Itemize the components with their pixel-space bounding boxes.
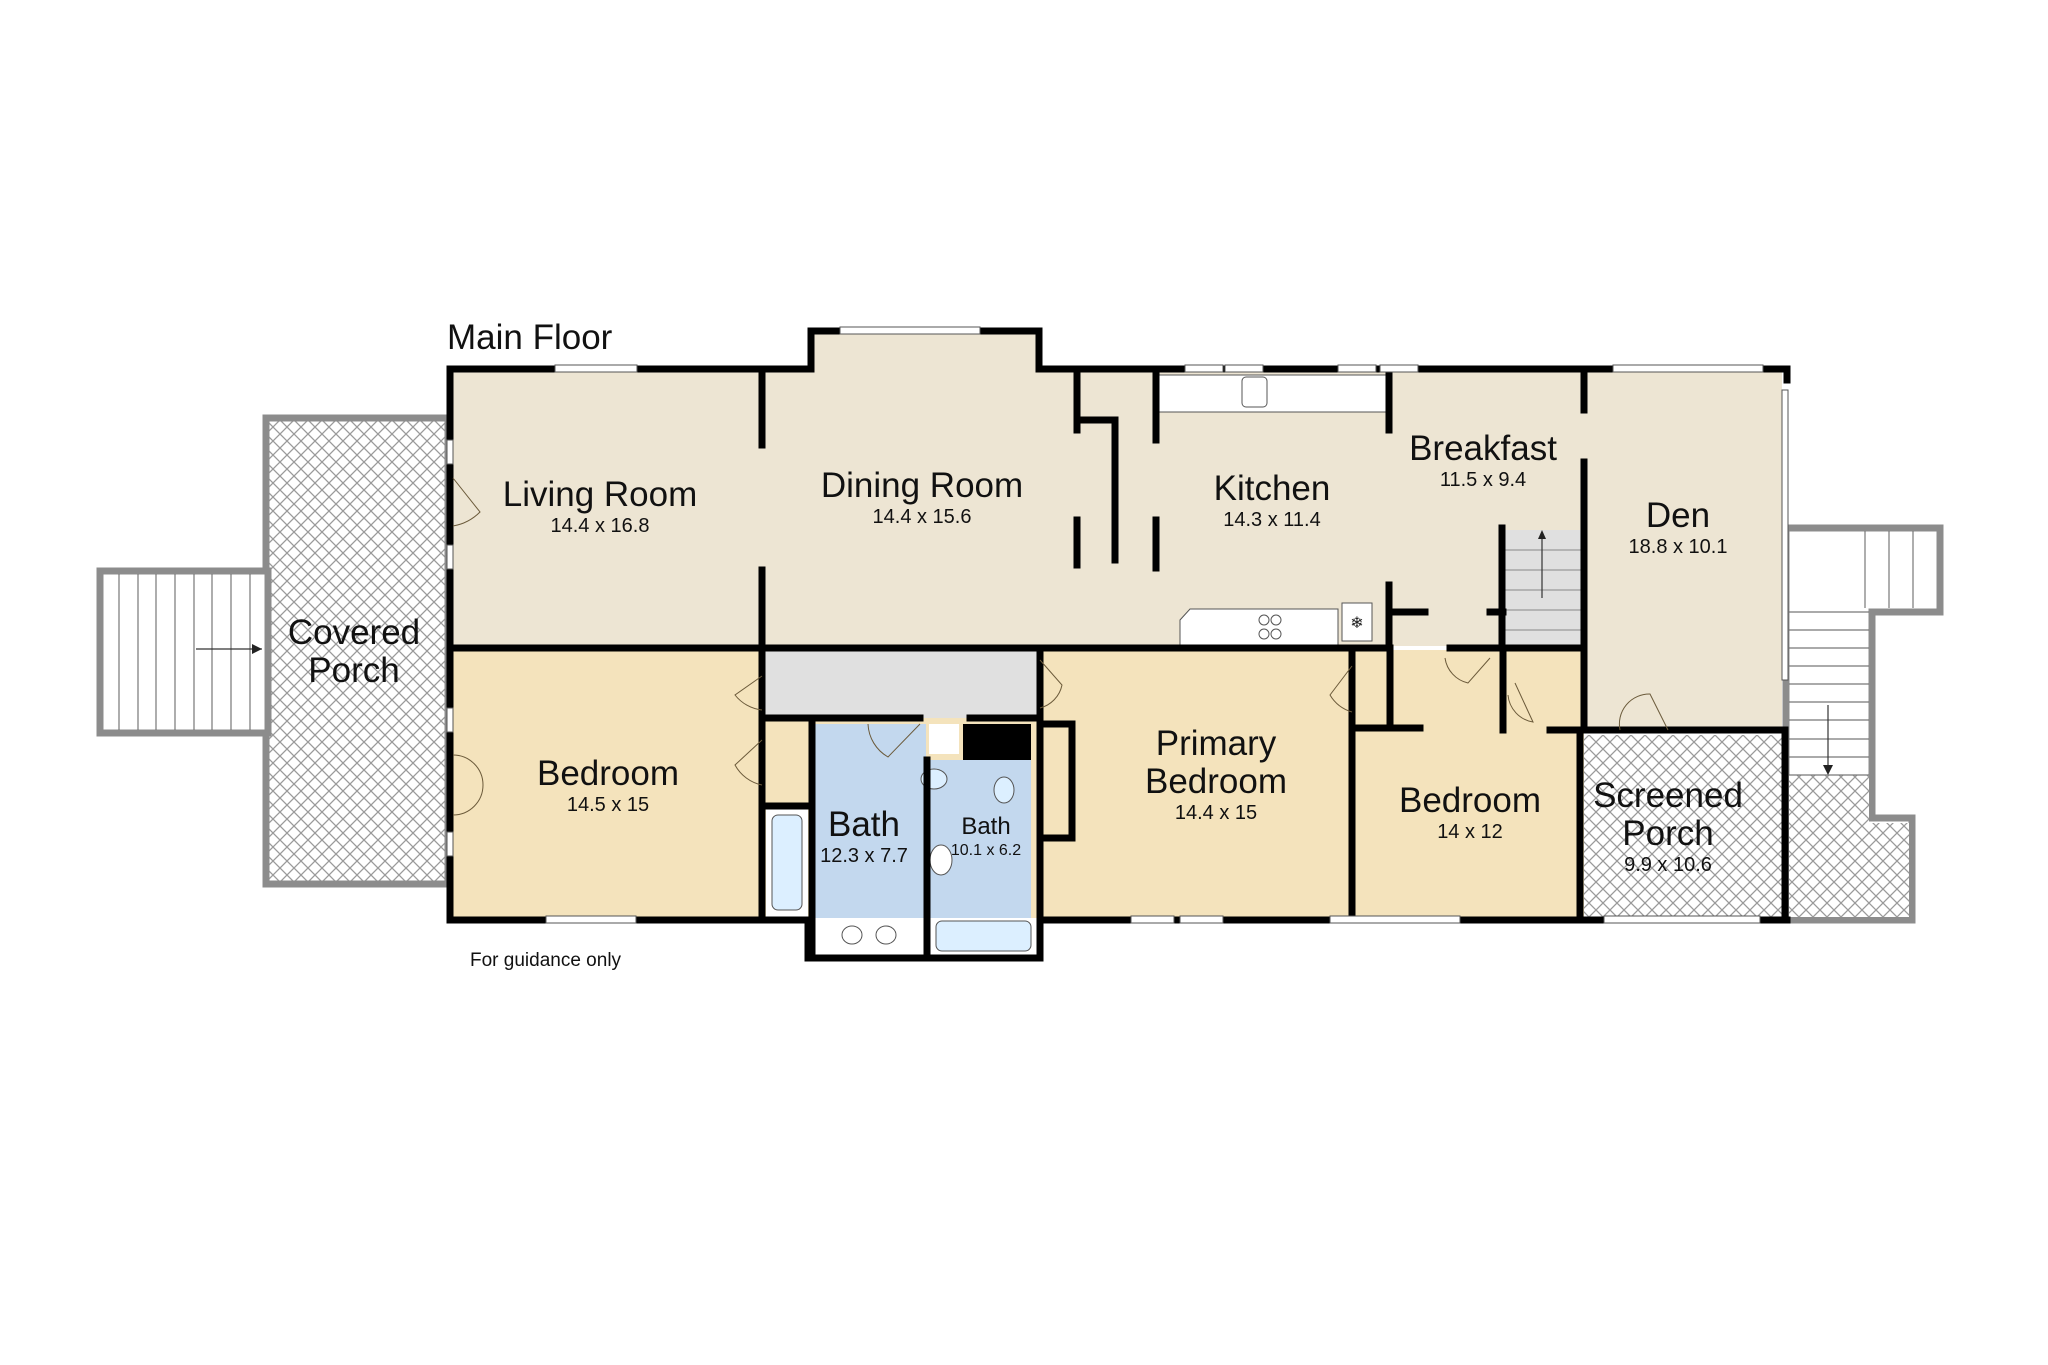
room-label-bedroom-right: Bedroom 14 x 12 xyxy=(1399,782,1541,843)
room-name-line1: Screened xyxy=(1593,776,1743,815)
room-dimensions: 10.1 x 6.2 xyxy=(950,841,1022,859)
room-name-line1: Primary xyxy=(1155,724,1277,763)
room-name: Den xyxy=(1645,496,1711,535)
room-dimensions: 9.9 x 10.6 xyxy=(1624,853,1712,876)
room-name-line2: Porch xyxy=(1622,813,1714,853)
room-name: Kitchen xyxy=(1213,469,1331,508)
door-swings xyxy=(452,477,1669,816)
room-label-den: Den 18.8 x 10.1 xyxy=(1629,497,1728,558)
walls xyxy=(446,327,1791,962)
room-dimensions: 12.3 x 7.7 xyxy=(820,844,908,867)
room-name: Living Room xyxy=(502,475,698,514)
room-dimensions: 14.3 x 11.4 xyxy=(1223,508,1321,531)
room-dimensions: 14 x 12 xyxy=(1437,820,1503,843)
room-dimensions: 14.4 x 16.8 xyxy=(550,514,650,537)
room-name: Bath xyxy=(828,805,900,844)
room-label-kitchen: Kitchen 14.3 x 11.4 xyxy=(1214,470,1331,531)
room-dimensions: 18.8 x 10.1 xyxy=(1628,535,1728,558)
right-exterior-stairs xyxy=(1782,524,1944,924)
room-name: Breakfast xyxy=(1409,429,1557,468)
fixtures xyxy=(771,376,1282,952)
room-label-screened-porch: Screened Porch 9.9 x 10.6 xyxy=(1593,777,1743,876)
room-label-covered-porch: Covered Porch xyxy=(288,614,420,690)
room-fills xyxy=(452,331,1782,956)
room-name-line2: Bedroom xyxy=(1144,761,1288,801)
room-dimensions: 14.4 x 15 xyxy=(1174,801,1258,824)
room-dimensions: 11.5 x 9.4 xyxy=(1439,468,1527,491)
room-label-breakfast: Breakfast 11.5 x 9.4 xyxy=(1409,430,1557,491)
windows xyxy=(446,326,1789,924)
room-label-bath-small: Bath 10.1 x 6.2 xyxy=(951,814,1021,859)
room-dimensions: 14.4 x 15.6 xyxy=(872,505,972,528)
room-label-primary-bedroom: Primary Bedroom 14.4 x 15 xyxy=(1145,725,1287,824)
left-entry-stairs xyxy=(96,567,272,737)
page-title: Main Floor xyxy=(447,318,613,357)
room-name-line1: Covered xyxy=(287,613,421,652)
room-label-living-room: Living Room 14.4 x 16.8 xyxy=(503,476,698,537)
room-name: Bath xyxy=(961,813,1011,840)
room-label-bath-main: Bath 12.3 x 7.7 xyxy=(820,806,908,867)
room-name: Dining Room xyxy=(820,466,1024,505)
room-name-line2: Porch xyxy=(308,650,400,690)
room-name: Bedroom xyxy=(536,754,680,793)
room-dimensions: 14.5 x 15 xyxy=(566,793,650,816)
room-name: Bedroom xyxy=(1398,781,1542,820)
room-label-bedroom-left: Bedroom 14.5 x 15 xyxy=(537,755,679,816)
room-label-dining-room: Dining Room 14.4 x 15.6 xyxy=(821,467,1023,528)
disclaimer-note: For guidance only xyxy=(470,950,622,971)
snowflake-icon: ❄ xyxy=(1350,615,1363,632)
